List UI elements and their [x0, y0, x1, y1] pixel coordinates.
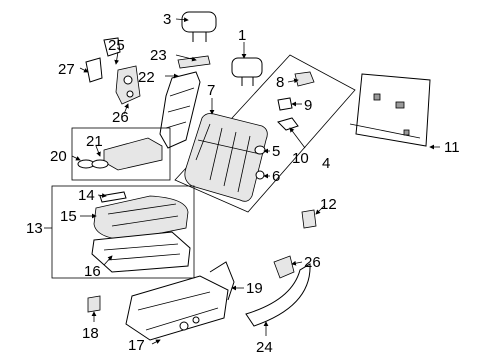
- label-8: 8: [276, 74, 284, 91]
- label-27: 27: [58, 61, 75, 78]
- clip-12: [301, 209, 317, 229]
- latch-cover: [254, 145, 266, 155]
- trim-23: [177, 55, 211, 69]
- label-7: 7: [207, 82, 215, 99]
- label-26-upper: 26: [112, 109, 129, 126]
- label-1: 1: [238, 27, 246, 44]
- label-12: 12: [320, 196, 337, 213]
- hinge-cover-25: [103, 37, 121, 57]
- bracket-8: [294, 71, 315, 87]
- bolt-cap: [255, 170, 265, 180]
- clip-9: [277, 97, 293, 111]
- label-26-lower: 26: [304, 254, 321, 271]
- label-9: 9: [304, 97, 312, 114]
- label-10: 10: [292, 150, 309, 167]
- hinge-bracket-26: [115, 65, 141, 105]
- side-trim-24: [245, 263, 311, 327]
- label-25: 25: [108, 37, 125, 54]
- label-14: 14: [78, 187, 95, 204]
- seatback-box: [174, 54, 356, 213]
- label-15: 15: [60, 208, 77, 225]
- label-17: 17: [128, 337, 145, 354]
- cupholder-box: [71, 127, 171, 181]
- leader-lines: [44, 17, 440, 345]
- label-3: 3: [163, 11, 171, 28]
- label-20: 20: [50, 148, 67, 165]
- label-22: 22: [138, 69, 155, 86]
- cushion-box: [51, 185, 195, 279]
- bracket-18: [87, 295, 101, 313]
- label-18: 18: [82, 325, 99, 342]
- headrest-left: [181, 11, 217, 42]
- headrest-center: [231, 57, 263, 86]
- seat-cushion-15: [93, 195, 189, 241]
- cushion-frame-16: [91, 231, 191, 273]
- label-13: 13: [26, 220, 43, 237]
- hook-10: [277, 117, 299, 131]
- part-labels: 3 1 25 23 27 22 8 7 9 26 21 11 5 10 20 4…: [26, 11, 460, 356]
- hinge-27: [85, 57, 103, 83]
- armrest-21: [103, 137, 163, 171]
- label-19: 19: [246, 280, 263, 297]
- label-23: 23: [150, 47, 167, 64]
- label-5: 5: [272, 143, 280, 160]
- label-4: 4: [322, 155, 330, 172]
- label-11: 11: [444, 139, 460, 156]
- rear-panel-11: [349, 73, 431, 147]
- label-21: 21: [86, 133, 103, 150]
- label-6: 6: [272, 168, 280, 185]
- pad-14: [99, 191, 127, 203]
- side-panel-22: [159, 71, 201, 149]
- seatback-cushion: [184, 113, 268, 202]
- label-16: 16: [84, 263, 101, 280]
- trim-clip-26: [273, 255, 295, 279]
- label-24: 24: [256, 339, 273, 356]
- seat-frame-17: [125, 261, 235, 341]
